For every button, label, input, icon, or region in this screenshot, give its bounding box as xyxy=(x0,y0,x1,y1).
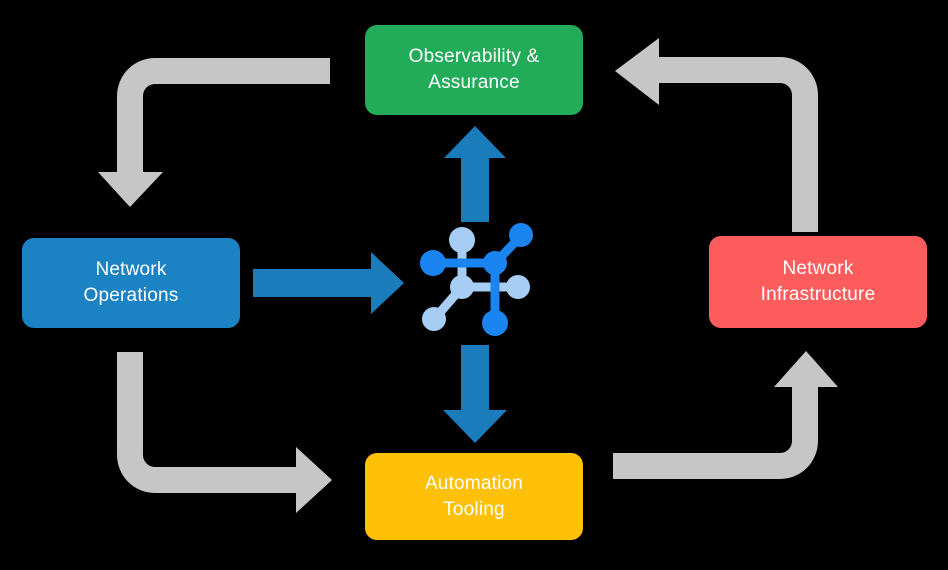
node-label-observability: Observability & Assurance xyxy=(408,46,540,93)
node-label-automation-tooling: Automation Tooling xyxy=(424,472,524,520)
node-network-operations[interactable]: Network Operations xyxy=(22,238,240,328)
arrow-operations-to-automation xyxy=(117,352,332,513)
network-topology-icon xyxy=(420,223,533,336)
arrow-operations-to-center xyxy=(253,252,404,314)
node-label-network-infrastructure: Network Infrastructure xyxy=(760,258,876,305)
arrow-center-to-observability xyxy=(444,126,506,222)
node-network-infrastructure[interactable]: Network Infrastructure xyxy=(709,236,927,328)
node-observability-assurance[interactable]: Observability & Assurance xyxy=(365,25,583,115)
arrow-automation-to-infrastructure xyxy=(613,351,838,479)
arrow-center-to-automation xyxy=(443,345,507,443)
arrow-infrastructure-to-observability xyxy=(615,38,818,232)
node-automation-tooling[interactable]: Automation Tooling xyxy=(365,453,583,540)
node-label-network-operations: Network Operations xyxy=(83,259,179,306)
arrow-observability-to-operations xyxy=(98,58,330,207)
